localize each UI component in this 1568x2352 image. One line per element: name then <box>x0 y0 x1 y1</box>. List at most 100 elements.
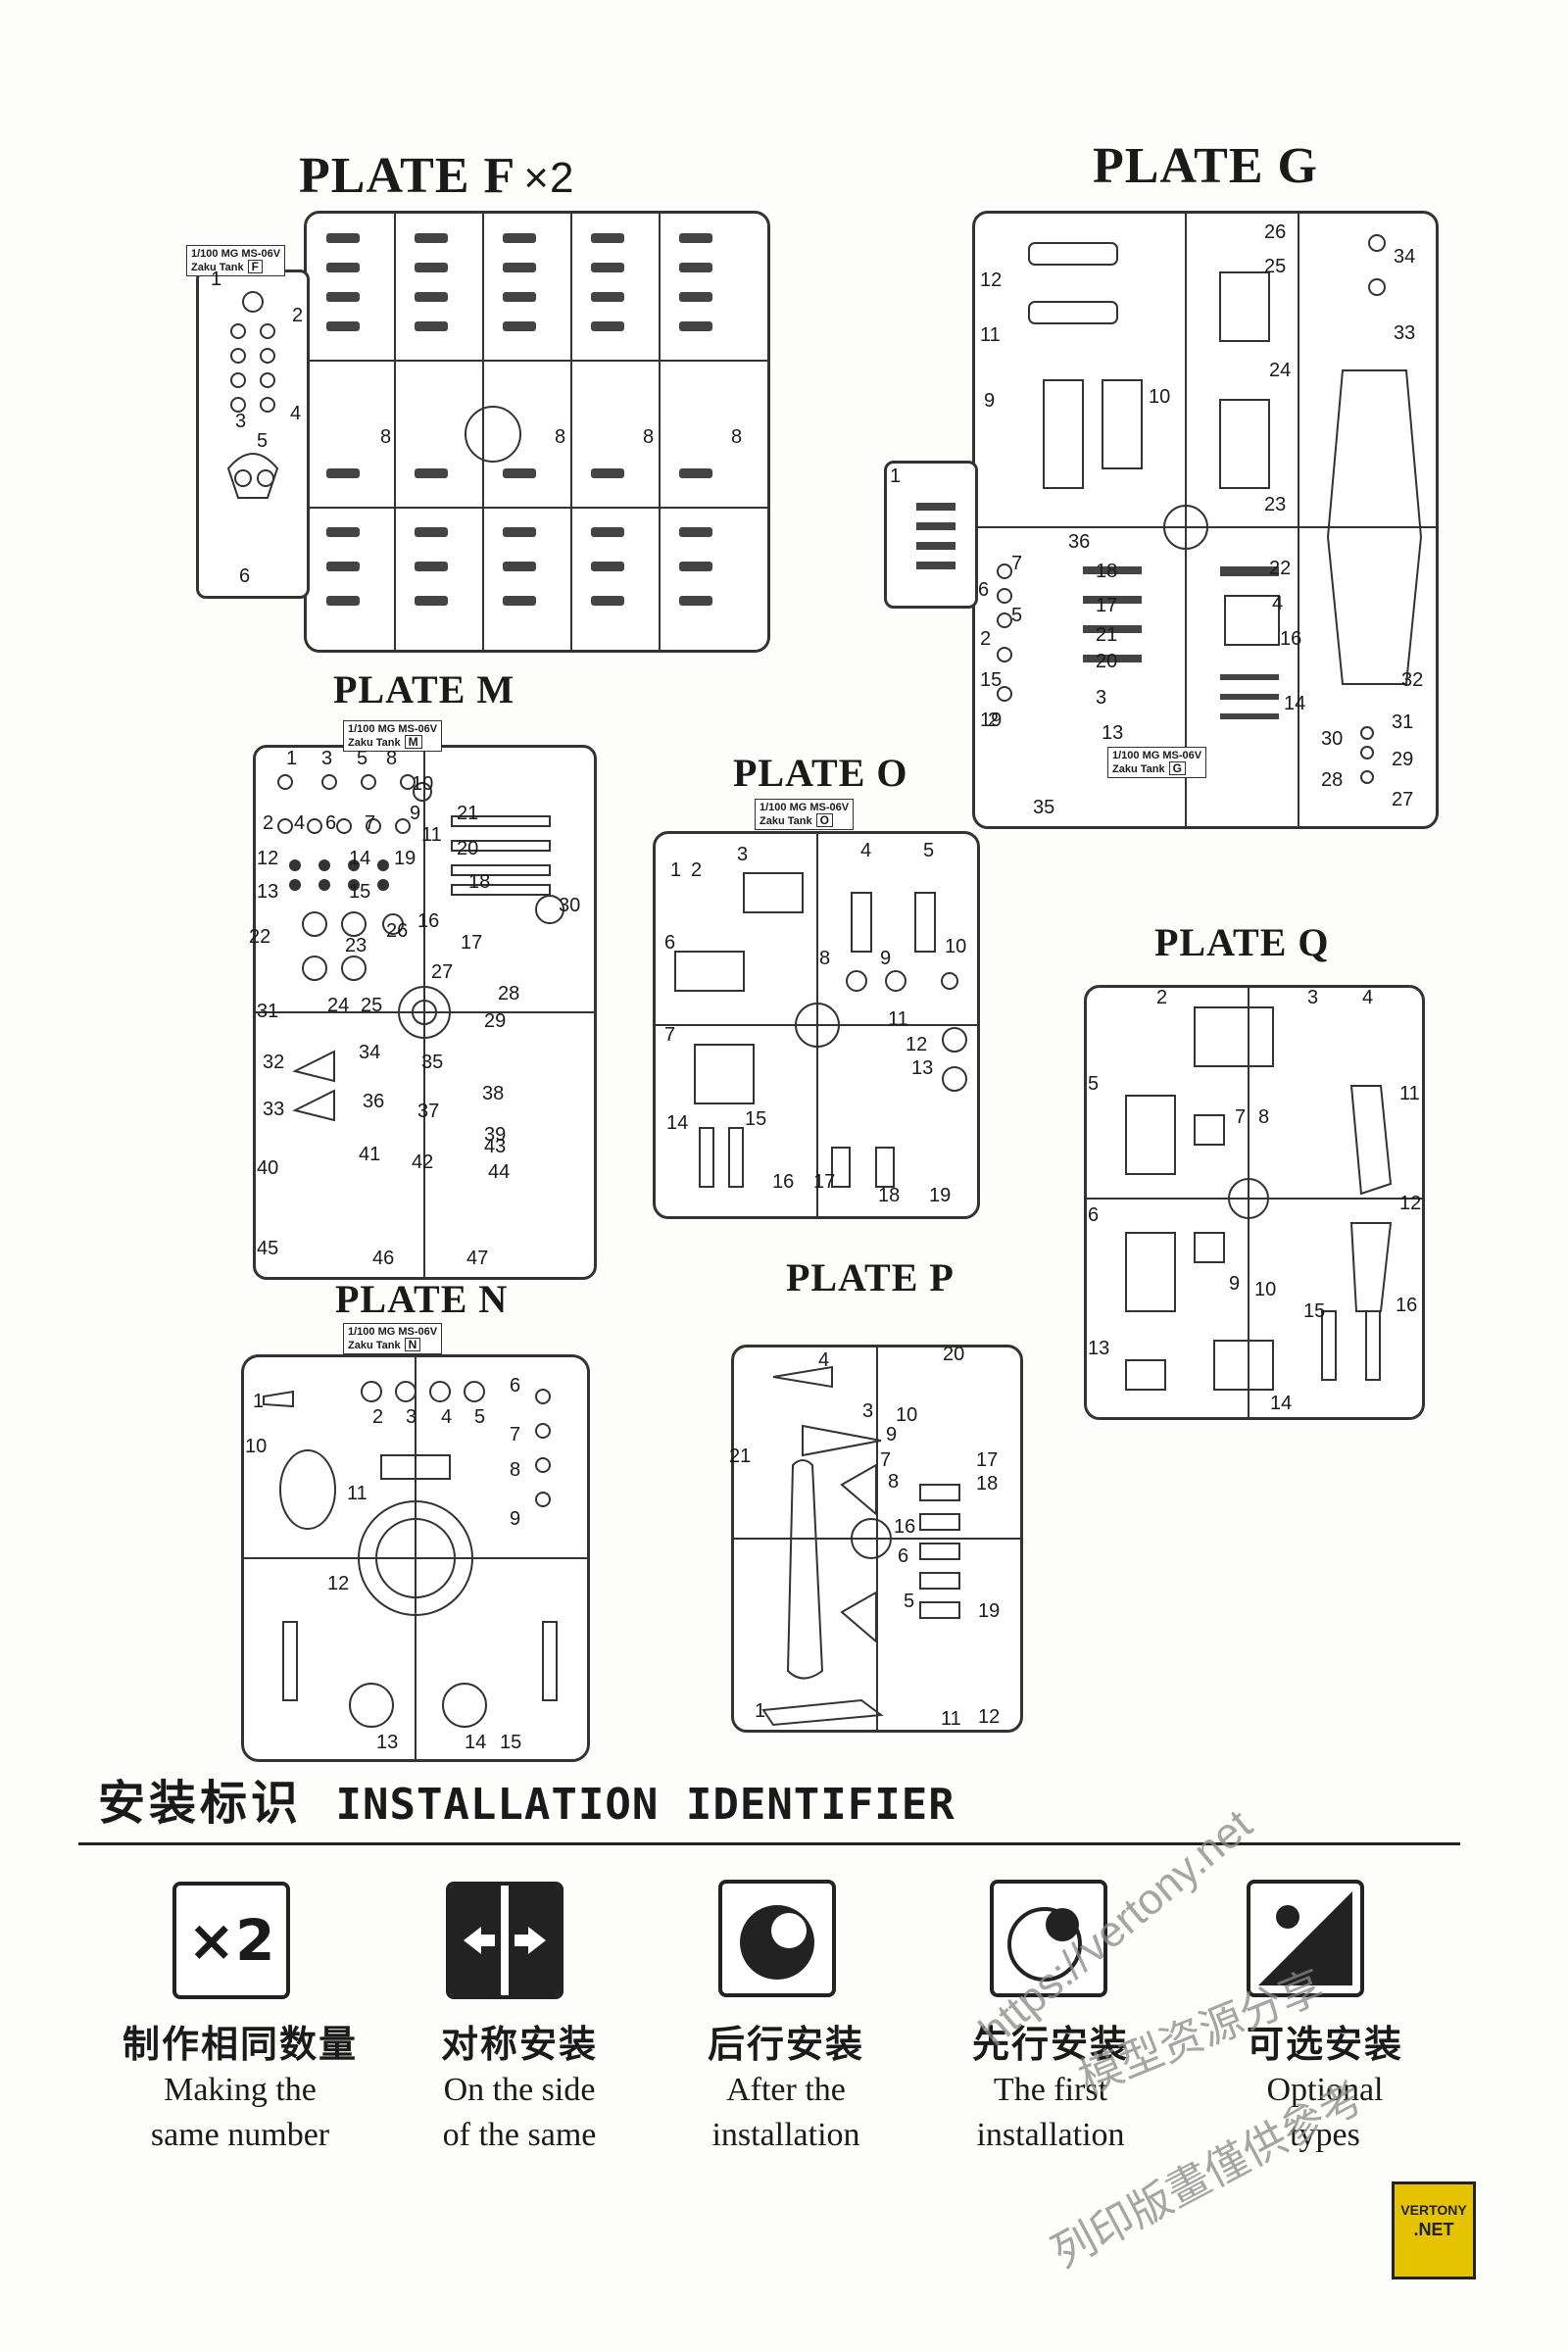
plate-g-side-runner <box>884 461 978 609</box>
plate-m-part-number: 46 <box>372 1248 395 1269</box>
plate-f-part-number: 6 <box>239 565 251 587</box>
plate-g-title: PLATE G <box>1093 138 1318 194</box>
plate-g-part-number: 26 <box>1264 221 1287 243</box>
plate-g-part-number: 5 <box>1011 605 1023 626</box>
plate-n-part-number: 13 <box>376 1732 399 1753</box>
plate-m-part-number: 10 <box>412 773 434 795</box>
plate-m-part-number: 25 <box>361 995 383 1016</box>
after-install-icon <box>718 1880 836 1997</box>
plate-m-part-number: 3 <box>321 748 333 769</box>
plate-f-part-number: 8 <box>555 426 566 448</box>
plate-g-part-number: 36 <box>1068 531 1091 553</box>
plate-q-part-number: 8 <box>1258 1106 1270 1128</box>
plate-n-part-number: 12 <box>327 1573 350 1594</box>
plate-m-part-number: 20 <box>457 838 479 859</box>
plate-o-part-number: 10 <box>945 936 967 957</box>
plate-g-part-number: 27 <box>1392 789 1414 810</box>
plate-f-part-number: 8 <box>380 426 392 448</box>
plate-o-frame <box>653 831 980 1219</box>
plate-n-part-number: 7 <box>510 1424 521 1446</box>
plate-o-part-number: 5 <box>923 840 935 861</box>
plate-f-part-number: 1 <box>211 269 222 290</box>
plate-n-part-number: 4 <box>441 1406 453 1428</box>
plate-f-side-parts <box>226 291 279 499</box>
plate-g-part-number: 15 <box>980 669 1003 691</box>
plate-n-parts-drawing <box>244 1357 587 1759</box>
plate-g-part-number: 22 <box>1269 558 1292 579</box>
plate-q-part-number: 6 <box>1088 1204 1100 1226</box>
plate-q-part-number: 15 <box>1303 1300 1326 1322</box>
plate-m-part-number: 26 <box>386 920 409 942</box>
plate-m-part-number: 2 <box>263 812 274 834</box>
identifier-item-first: 先行安装 The first installation <box>971 2025 1129 2153</box>
installation-identifier-heading: 安装标识 INSTALLATION IDENTIFIER <box>98 1764 956 1833</box>
plate-g-part-number: 30 <box>1321 728 1344 750</box>
plate-m-part-number: 44 <box>488 1161 511 1183</box>
plate-m-part-number: 34 <box>359 1042 381 1063</box>
plate-f-part-number: 4 <box>290 403 302 424</box>
plate-f-frame <box>304 211 770 653</box>
plate-q-part-number: 11 <box>1399 1083 1420 1104</box>
plate-m-part-number: 36 <box>363 1091 385 1112</box>
plate-p-part-number: 4 <box>818 1349 830 1371</box>
plate-n-part-number: 15 <box>500 1732 522 1753</box>
plate-q-part-number: 12 <box>1399 1193 1422 1214</box>
plate-g-part-number: 17 <box>1096 595 1118 616</box>
plate-m-part-number: 7 <box>365 812 376 834</box>
plate-m-part-number: 33 <box>263 1099 285 1120</box>
plate-o-parts-drawing <box>656 834 977 1216</box>
plate-p-part-number: 7 <box>880 1449 892 1471</box>
plate-q-frame <box>1084 985 1425 1420</box>
plate-m-part-number: 27 <box>431 961 454 983</box>
plate-m-part-number: 18 <box>468 871 491 893</box>
plate-m-part-number: 47 <box>466 1248 489 1269</box>
plate-q-part-number: 9 <box>1229 1273 1241 1295</box>
plate-p-part-number: 6 <box>898 1545 909 1567</box>
identifier-title-en: INSTALLATION IDENTIFIER <box>335 1780 956 1830</box>
plate-m-part-number: 32 <box>263 1052 285 1073</box>
plate-m-part-number: 11 <box>421 824 442 846</box>
plate-n-part-number: 9 <box>510 1508 521 1530</box>
plate-p-part-number: 11 <box>941 1708 961 1730</box>
plate-o-part-number: 12 <box>906 1034 928 1055</box>
plate-g-part-number: 34 <box>1394 246 1416 268</box>
plate-p-title: PLATE P <box>786 1255 955 1299</box>
plate-q-part-number: 16 <box>1396 1295 1418 1316</box>
plate-m-part-number: 8 <box>386 748 398 769</box>
plate-m-part-number: 30 <box>559 895 581 916</box>
plate-o-part-number: 11 <box>888 1008 908 1030</box>
plate-m-part-number: 17 <box>461 932 483 954</box>
plate-q-part-number: 7 <box>1235 1106 1247 1128</box>
plate-g-part-number: 16 <box>1280 628 1302 650</box>
plate-o-part-number: 14 <box>666 1112 689 1134</box>
plate-m-part-number: 43 <box>484 1136 507 1157</box>
plate-n-part-number: 14 <box>465 1732 487 1753</box>
plate-p-part-number: 17 <box>976 1449 999 1471</box>
plate-p-part-number: 3 <box>862 1400 874 1422</box>
plate-g-part-number: 14 <box>1284 693 1306 714</box>
plate-m-part-number: 23 <box>345 935 368 956</box>
plate-g-frame <box>972 211 1439 829</box>
plate-m-part-number: 29 <box>484 1010 507 1032</box>
plate-q-part-number: 14 <box>1270 1393 1293 1414</box>
plate-o-part-number: 1 <box>670 859 682 881</box>
plate-f-part-number: 3 <box>235 411 247 432</box>
plate-n-title: PLATE N <box>335 1277 509 1321</box>
plate-m-part-number: 4 <box>294 812 306 834</box>
plate-m-part-number: 16 <box>417 910 440 932</box>
plate-f-part-number: 8 <box>731 426 743 448</box>
plate-m-part-number: 13 <box>257 881 279 903</box>
plate-p-part-number: 12 <box>978 1706 1001 1728</box>
plate-m-part-number: 15 <box>349 881 371 903</box>
plate-g-part-number: 24 <box>1269 360 1292 381</box>
plate-n-part-number: 2 <box>372 1406 384 1428</box>
plate-q-parts-drawing <box>1087 988 1422 1417</box>
plate-m-part-number: 40 <box>257 1157 279 1179</box>
plate-g-part-number: 18 <box>1096 561 1118 582</box>
plate-g-part-number: 2 <box>988 710 1000 731</box>
plate-g-part-number: 28 <box>1321 769 1344 791</box>
plate-p-frame <box>731 1345 1023 1733</box>
plate-m-part-number: 21 <box>457 803 479 824</box>
plate-g-part-number: 25 <box>1264 256 1287 277</box>
